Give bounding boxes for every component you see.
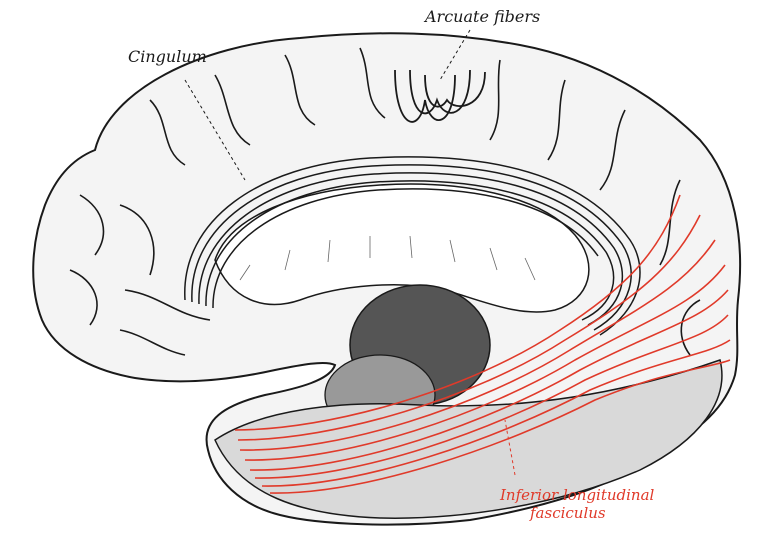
inferior-longitudinal-fasciculus xyxy=(234,194,731,494)
corpus-callosum xyxy=(214,183,590,313)
arcuate-leader xyxy=(439,29,471,81)
label-cingulum: Cingulum xyxy=(128,47,207,66)
gyri-lines xyxy=(69,47,701,356)
cingulum-fibers xyxy=(184,156,641,336)
arcuate-fibers xyxy=(394,69,486,123)
callosum-radial-lines xyxy=(239,235,536,281)
cingulum-leader xyxy=(184,79,246,181)
label-arcuate-fibers: Arcuate fibers xyxy=(423,7,540,26)
label-ilf-line1: Inferior longitudinal xyxy=(499,486,655,504)
label-ilf-line2: fasciculus xyxy=(529,504,606,522)
